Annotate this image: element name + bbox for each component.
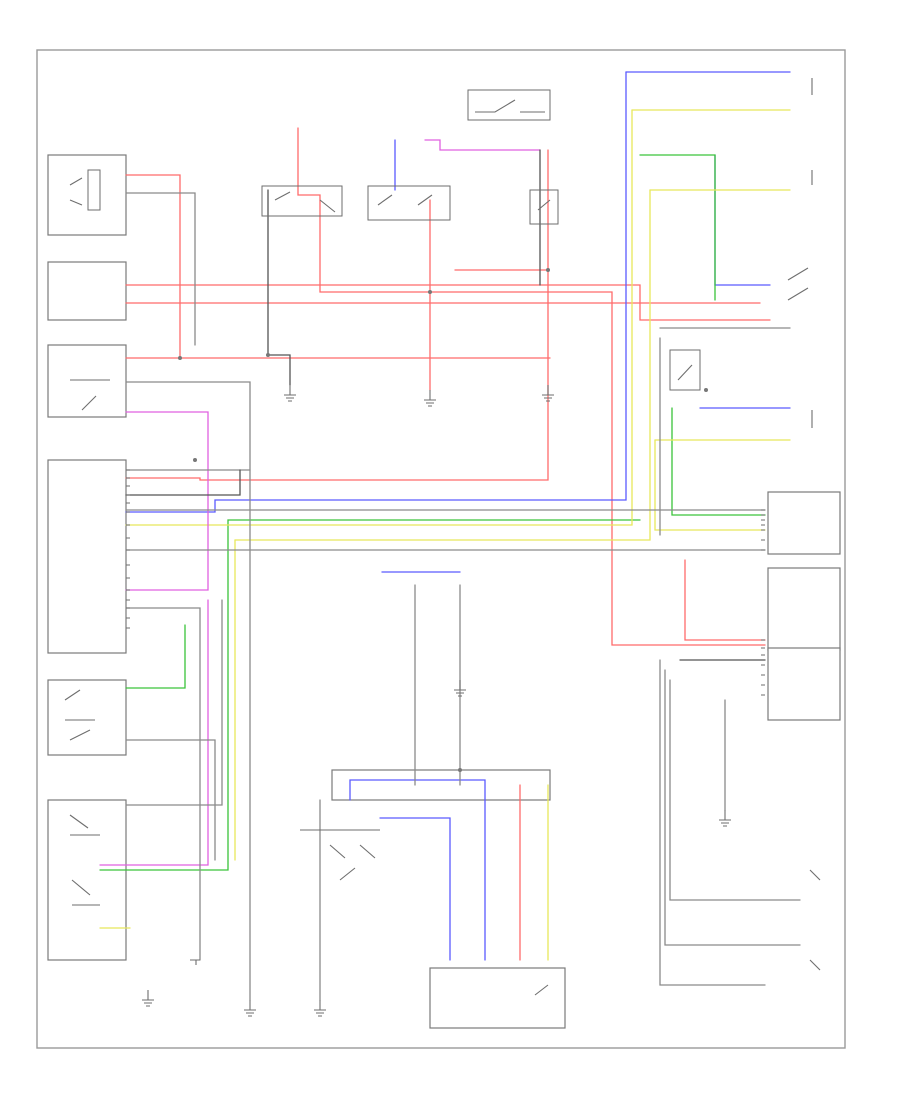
splice-dot bbox=[428, 290, 432, 294]
wire-gray bbox=[125, 607, 201, 961]
wires-black bbox=[125, 149, 766, 661]
splice-dot bbox=[178, 356, 182, 360]
wire-red bbox=[125, 174, 551, 359]
wire-yellow bbox=[234, 189, 651, 541]
ground-icon bbox=[542, 385, 554, 402]
splice-dot bbox=[266, 353, 270, 357]
ground-icon bbox=[719, 810, 731, 827]
right-relay-outline bbox=[669, 349, 701, 391]
wire-magenta bbox=[424, 139, 541, 151]
component-boxes-right bbox=[331, 491, 841, 1029]
ground-icon bbox=[454, 680, 466, 697]
sensor-symbols bbox=[64, 689, 95, 741]
right-switch-contacts bbox=[787, 267, 809, 301]
fan-switch-contacts bbox=[300, 829, 380, 881]
switch-box-left bbox=[47, 344, 127, 418]
right-module-box-2 bbox=[767, 567, 841, 651]
wire-gray bbox=[125, 739, 216, 861]
pressure-switch-box bbox=[47, 799, 127, 961]
wires-red bbox=[125, 127, 771, 961]
right-relay-contact bbox=[677, 364, 693, 381]
ground-icon bbox=[244, 1000, 256, 1017]
blower-relay-contacts bbox=[377, 194, 433, 206]
wire-blue bbox=[125, 71, 627, 513]
bottom-switch-contact bbox=[534, 984, 549, 996]
wire-yellow bbox=[125, 109, 633, 526]
ground-icon bbox=[284, 385, 296, 402]
wire-green bbox=[99, 519, 641, 871]
right-module-box-3 bbox=[767, 647, 841, 721]
connector-pins bbox=[126, 469, 765, 696]
main-relay-outline bbox=[261, 185, 343, 217]
control-module-box bbox=[47, 459, 127, 654]
ground-icon bbox=[424, 390, 436, 407]
splice-dot bbox=[458, 768, 462, 772]
left-switch-contact bbox=[81, 395, 97, 411]
right-module-pins bbox=[761, 509, 765, 696]
wire-magenta bbox=[99, 599, 209, 866]
control-module-pins bbox=[126, 469, 130, 629]
splice-dot bbox=[193, 458, 197, 462]
wire-green bbox=[125, 624, 186, 689]
wires-yellow bbox=[99, 109, 791, 961]
bottom-switch-box bbox=[429, 967, 566, 1029]
pressure-switch-contacts bbox=[69, 814, 100, 906]
wires-blue bbox=[125, 71, 791, 961]
wire-green bbox=[671, 407, 766, 516]
relay-box-left bbox=[47, 261, 127, 321]
wire-gray bbox=[125, 192, 196, 346]
fuse-relay-contact bbox=[537, 199, 551, 211]
wires-green bbox=[99, 154, 766, 871]
wire-blue bbox=[379, 817, 451, 961]
wires-magenta bbox=[99, 139, 541, 866]
bottom-connector-outline bbox=[331, 769, 551, 801]
fuse-relay-outline bbox=[529, 189, 559, 225]
wire-blue bbox=[349, 779, 486, 961]
main-relay-contacts bbox=[274, 191, 336, 213]
blower-relay-outline bbox=[367, 185, 451, 221]
ground-icon bbox=[190, 959, 200, 965]
ground-symbols bbox=[142, 385, 731, 1017]
switch-symbols bbox=[64, 78, 821, 996]
right-sensor-marks bbox=[809, 78, 821, 971]
wire-gray bbox=[125, 381, 251, 1001]
wire-black bbox=[267, 189, 291, 386]
right-module-box-1 bbox=[767, 491, 841, 555]
sensor-box-left bbox=[47, 679, 127, 756]
diagram-frame bbox=[36, 49, 846, 1049]
wire-green bbox=[639, 154, 716, 301]
splice-dot bbox=[704, 388, 708, 392]
wire-yellow bbox=[654, 439, 766, 531]
wire-red bbox=[297, 127, 766, 646]
wire-gray bbox=[669, 679, 801, 901]
wire-red bbox=[125, 149, 549, 481]
ignition-switch-outline bbox=[467, 89, 551, 121]
ground-icon bbox=[314, 1000, 326, 1017]
ignition-switch bbox=[475, 99, 545, 113]
wires-gray bbox=[125, 192, 801, 1001]
wire-gray bbox=[659, 659, 766, 986]
ground-icon bbox=[142, 990, 154, 1007]
wire-blue bbox=[714, 154, 771, 286]
wire-black bbox=[125, 469, 241, 496]
actuator-box-top-left bbox=[47, 154, 127, 236]
wire-gray bbox=[125, 599, 223, 806]
component-boxes-left bbox=[47, 154, 127, 961]
wire-red bbox=[684, 559, 766, 641]
wire-magenta bbox=[125, 411, 209, 591]
splice-points bbox=[178, 268, 708, 772]
actuator-coil bbox=[87, 169, 101, 211]
splice-dot bbox=[546, 268, 550, 272]
wire-gray bbox=[664, 669, 801, 946]
actuator-contacts bbox=[69, 177, 83, 206]
